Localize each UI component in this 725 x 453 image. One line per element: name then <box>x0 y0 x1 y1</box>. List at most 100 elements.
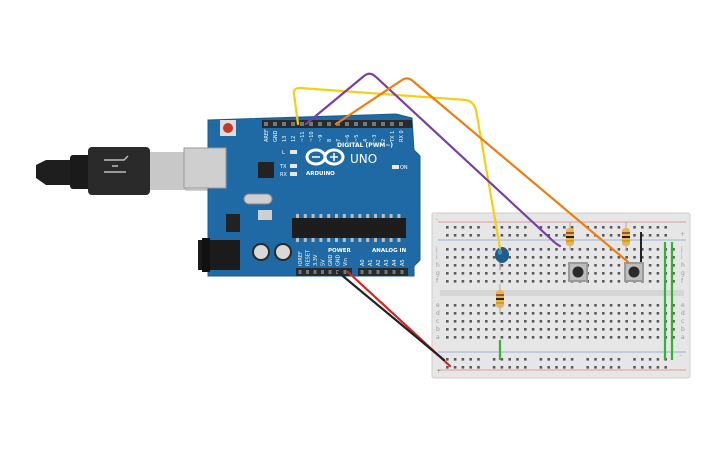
digital-pin[interactable] <box>345 122 349 126</box>
digital-label: DIGITAL (PWM~) <box>337 142 393 149</box>
row-letter: g <box>436 270 440 277</box>
digital-header[interactable] <box>264 122 403 126</box>
power-pin[interactable] <box>306 270 309 274</box>
power-pin-label: GND <box>336 254 342 266</box>
row-letter: j <box>435 246 438 253</box>
resistor-button-2[interactable] <box>622 222 630 250</box>
brand-label: ARDUINO <box>306 171 335 177</box>
power-pin-label: 3.3V <box>313 254 319 266</box>
digital-pin[interactable] <box>381 122 385 126</box>
row-letter: g <box>681 270 685 277</box>
digital-pin-label: ~5 <box>354 135 360 142</box>
rail-minus-bottom: - <box>680 352 682 359</box>
power-pin[interactable] <box>321 270 324 274</box>
digital-pin-label: 2 <box>381 139 387 142</box>
digital-pin[interactable] <box>372 122 376 126</box>
power-pin[interactable] <box>298 270 302 274</box>
digital-pin[interactable] <box>264 122 268 126</box>
power-pin-label: GND <box>328 254 334 266</box>
row-letter: b <box>436 326 440 333</box>
row-letter: e <box>436 302 440 309</box>
crystal <box>243 193 273 205</box>
digital-pin-label: ~3 <box>372 135 378 142</box>
digital-pin-label: 7 <box>336 139 342 142</box>
digital-pin-label: 12 <box>291 136 297 142</box>
analog-pin[interactable] <box>392 270 396 274</box>
digital-pin-label: TX 1 <box>390 131 396 143</box>
digital-pin[interactable] <box>282 122 286 126</box>
resistor-led[interactable] <box>496 284 504 314</box>
row-letter: a <box>681 334 685 341</box>
analog-pin[interactable] <box>384 270 388 274</box>
usb-chip <box>258 162 274 178</box>
row-letter: h <box>681 262 685 269</box>
digital-pin[interactable] <box>399 122 403 126</box>
row-letter: c <box>681 318 684 325</box>
digital-pin[interactable] <box>300 122 304 126</box>
digital-pin-label: ~9 <box>318 135 324 142</box>
model-label: UNO <box>350 152 377 166</box>
analog-pin[interactable] <box>376 270 380 274</box>
digital-pin[interactable] <box>318 122 322 126</box>
digital-pin-label: 8 <box>327 139 333 142</box>
digital-pin[interactable] <box>390 122 394 126</box>
digital-pin-label: AREF <box>264 129 270 142</box>
row-letter: d <box>436 310 440 317</box>
l-led <box>290 150 297 154</box>
rail-minus-top: - <box>436 216 438 223</box>
digital-pin[interactable] <box>354 122 358 126</box>
row-letter: h <box>436 262 440 269</box>
row-letter: d <box>681 310 685 317</box>
row-letter: f <box>681 278 684 285</box>
digital-pin[interactable] <box>327 122 331 126</box>
analog-pin[interactable] <box>368 270 372 274</box>
tx-led <box>290 164 297 168</box>
push-button-2[interactable] <box>624 262 644 282</box>
yellow-wire[interactable] <box>292 86 502 250</box>
power-pin-label: IOREF <box>298 251 304 266</box>
capacitors <box>252 243 292 261</box>
analog-pin-label: A0 <box>360 259 366 266</box>
led[interactable] <box>495 247 509 270</box>
digital-pin-label: ~10 <box>309 131 315 142</box>
black-wire[interactable] <box>336 270 446 362</box>
on-led <box>392 165 399 169</box>
resistor-button-1[interactable] <box>566 222 574 250</box>
analog-pin[interactable] <box>400 270 404 274</box>
power-label: POWER <box>328 248 352 254</box>
digital-pin[interactable] <box>309 122 313 126</box>
rx-label: RX <box>280 172 287 178</box>
row-letter: b <box>681 326 685 333</box>
power-pin-label: Vin <box>343 258 349 266</box>
push-button-1[interactable] <box>568 262 588 282</box>
row-letter: a <box>436 334 440 341</box>
digital-pin[interactable] <box>363 122 367 126</box>
digital-pin-label: GND <box>273 130 279 142</box>
tx-label: TX <box>279 164 287 170</box>
analog-pin-label: A1 <box>368 259 374 266</box>
reset-button[interactable] <box>220 120 236 136</box>
power-pin[interactable] <box>343 270 347 274</box>
purple-wire[interactable] <box>304 72 562 248</box>
digital-pin[interactable] <box>273 122 277 126</box>
power-pin-label: 5V <box>321 259 327 266</box>
power-pin[interactable] <box>328 270 332 274</box>
analog-label: ANALOG IN <box>372 248 407 254</box>
power-pin[interactable] <box>313 270 317 274</box>
digital-pin[interactable] <box>336 122 340 126</box>
l-label: L <box>282 150 285 156</box>
green-jumpers[interactable] <box>498 242 674 360</box>
digital-pin[interactable] <box>291 122 295 126</box>
orange-wire[interactable] <box>334 77 630 264</box>
digital-pin-label: ~11 <box>300 131 306 142</box>
analog-pin[interactable] <box>360 270 364 274</box>
arduino-logo <box>305 148 345 166</box>
row-letter: i <box>681 254 683 261</box>
row-letter: c <box>436 318 439 325</box>
rx-led <box>290 172 297 176</box>
